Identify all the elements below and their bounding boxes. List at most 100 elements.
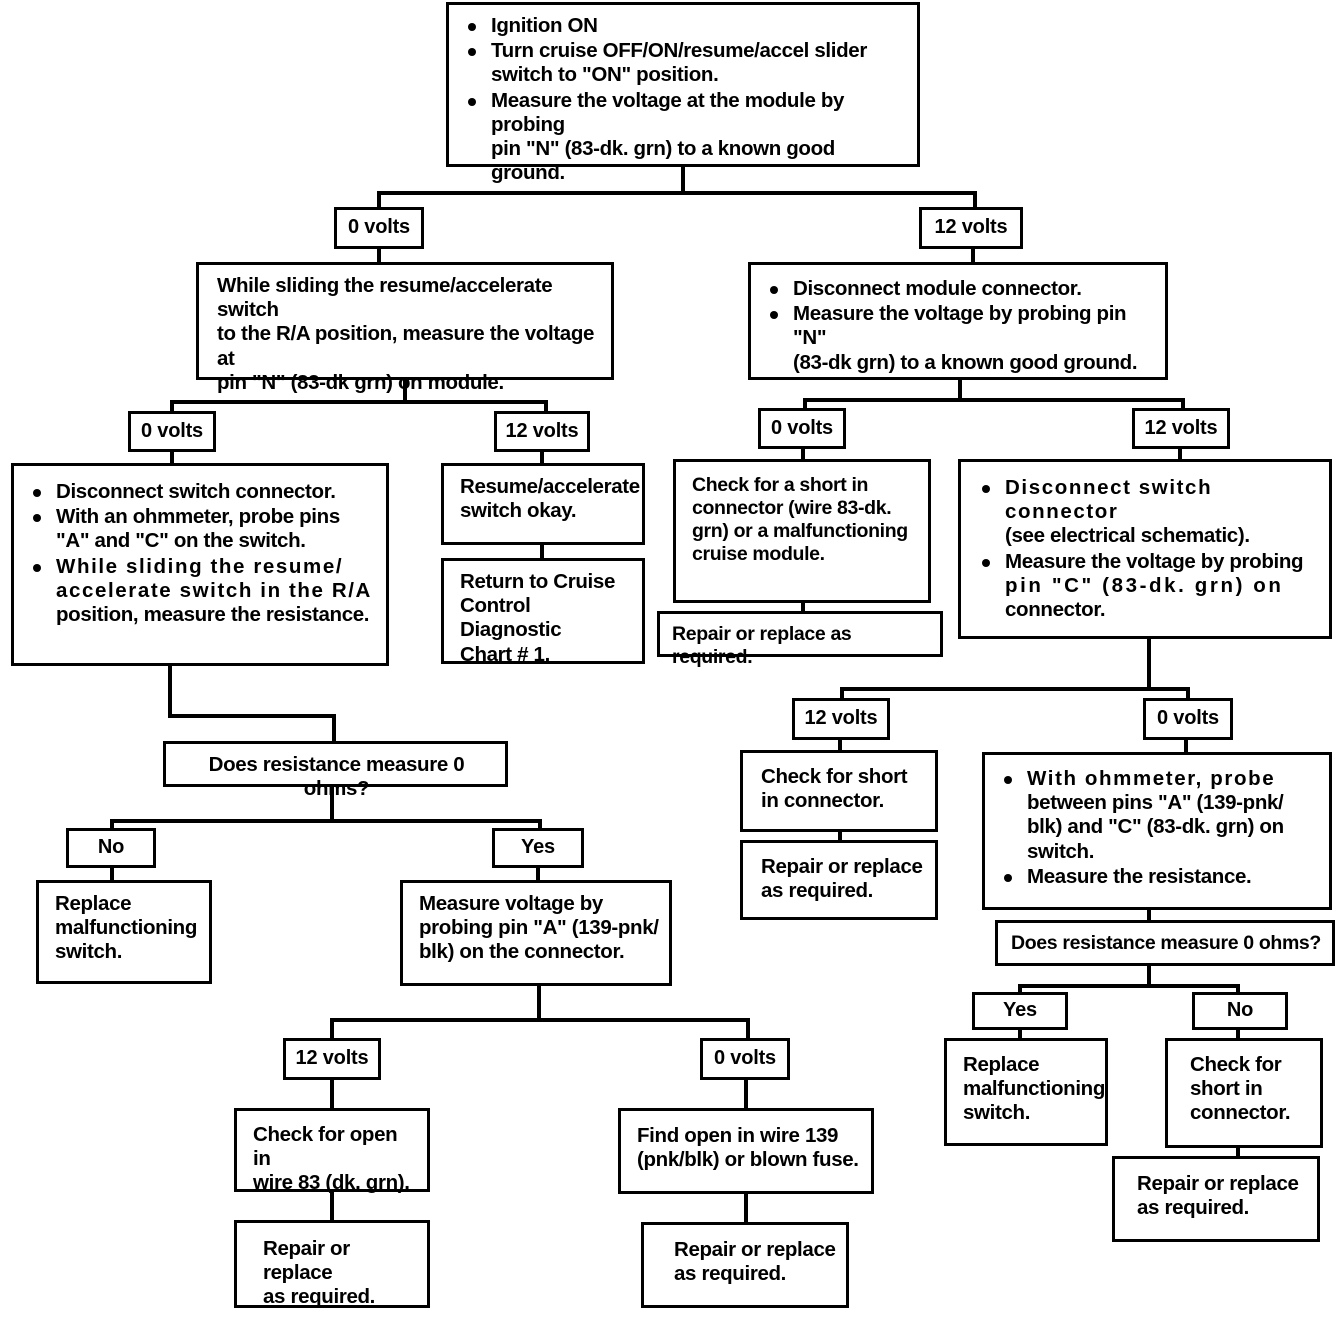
connector-pin-a-right-drop	[746, 1018, 750, 1040]
return-chart-line1: Return to Cruise	[460, 570, 615, 593]
connector-left-0v-down	[170, 452, 174, 464]
connector-right-check-short-down	[838, 832, 842, 842]
right-twelve-b2-line2: pin "C" (83-dk. grn) on	[1005, 573, 1284, 597]
connector-left-level2-bus	[170, 400, 548, 404]
right-action-bullet-1-text: Disconnect module connector.	[793, 277, 1082, 300]
connector-left-lower-0v-down	[744, 1080, 748, 1108]
right-question-text: Does resistance measure 0 ohms?	[1011, 932, 1321, 954]
node-replace-malfunctioning-switch-left: Replace malfunctioning switch.	[36, 880, 212, 984]
left-zero-bullet-1-text: Disconnect switch connector.	[56, 480, 336, 503]
left-yes-line2: probing pin "A" (139-pnk/	[419, 916, 659, 940]
left-yes-line1: Measure voltage by	[419, 892, 603, 915]
label-yes-left: Yes	[492, 828, 584, 868]
connector-left-yes-drop	[538, 819, 542, 830]
right-zero-b2-text: Measure the resistance.	[1027, 864, 1252, 888]
right-twelve-b2-line1: Measure the voltage by probing	[1005, 549, 1304, 573]
node-repair-replace-right-0v: Repair or replace as required.	[657, 611, 943, 668]
node-repair-replace-left-12v: Repair or replace as required.	[234, 1220, 430, 1308]
connector-right-no-check-down	[1236, 1148, 1240, 1158]
node-repair-replace-right-no: Repair or replace as required.	[1112, 1156, 1320, 1242]
node-check-open-wire-83: Check for open in wire 83 (dk. grn).	[234, 1108, 430, 1194]
left-no-line3: switch.	[55, 940, 123, 964]
right-no-check-line1: Check for	[1190, 1053, 1282, 1076]
node-left-disconnect-switch: Disconnect switch connector. With an ohm…	[11, 463, 389, 666]
left-action-line3: pin "N" (83-dk grn) on module.	[217, 370, 504, 394]
left-zero-bullet-3-line1: While sliding the resume/	[56, 554, 344, 578]
connector-right-no-down	[1236, 1030, 1240, 1040]
node-repair-replace-left-0v: Repair or replace as required.	[641, 1222, 849, 1308]
left-zero-bullet-3-line3: position, measure the resistance.	[56, 602, 370, 626]
node-resume-switch-okay: Resume/accelerate switch okay.	[441, 463, 645, 545]
connector-right-ohmmeter-down	[1147, 910, 1151, 922]
connector-left-lower-12v-down	[330, 1080, 334, 1110]
connector-level1-left-drop	[377, 191, 381, 209]
connector-right-lower-right-drop	[1186, 687, 1190, 700]
return-chart-line3: Chart # 1.	[460, 642, 550, 666]
right-repair12-line2: as required.	[761, 879, 874, 903]
node-return-to-chart-1: Return to Cruise Control Diagnostic Char…	[441, 558, 645, 666]
connector-left-no-drop	[110, 819, 114, 830]
label-0-volts-right-lower: 0 volts	[1143, 698, 1233, 740]
start-bullet-3: Measure the voltage at the module by pro…	[461, 89, 907, 186]
connector-level1-bus	[377, 191, 977, 195]
connector-pin-a-bus	[330, 1018, 750, 1022]
connector-left-yesno-bus	[110, 819, 542, 823]
check-short-module-line2: connector (wire 83-dk.	[692, 497, 892, 519]
connector-left-level2-left-drop	[170, 400, 174, 413]
right-zero-b1-line4: switch.	[1027, 839, 1095, 863]
label-12-volts-level1: 12 volts	[919, 207, 1023, 249]
repair-right0-text: Repair or replace as required.	[672, 623, 852, 668]
repair-left0-line1: Repair or replace	[674, 1238, 836, 1261]
connector-left-no-down	[110, 868, 114, 881]
connector-right-lower-bus	[840, 687, 1190, 691]
left-zero-bullet-2-line1: With an ohmmeter, probe pins	[56, 505, 340, 529]
left-question-text: Does resistance measure 0 ohms?	[208, 753, 465, 801]
node-right-disconnect-switch: Disconnect switch connector (see electri…	[958, 459, 1332, 639]
connector-left-question-down	[330, 787, 334, 819]
left-action-line2: to the R/A position, measure the voltage…	[217, 322, 595, 370]
node-check-short-module: Check for a short in connector (wire 83-…	[673, 459, 931, 603]
right-no-repair-line1: Repair or replace	[1137, 1172, 1299, 1195]
connector-find-open-139-down	[744, 1194, 748, 1222]
connector-right-lower-12v-down	[838, 740, 842, 752]
node-start: Ignition ON Turn cruise OFF/ON/resume/ac…	[446, 2, 920, 184]
node-check-short-connector-right-no: Check for short in connector.	[1165, 1038, 1323, 1148]
connector-right-no-drop	[1236, 984, 1240, 994]
start-bullet-2: Turn cruise OFF/ON/resume/accel slider s…	[461, 39, 907, 87]
label-no-left: No	[66, 828, 156, 868]
right-zero-bullet-2: Measure the resistance.	[997, 865, 1319, 889]
connector-left-12v-down	[540, 452, 544, 464]
label-0-volts-right: 0 volts	[758, 408, 846, 449]
connector-12v-to-right-action	[971, 249, 975, 263]
connector-right-lower-left-drop	[840, 687, 844, 700]
check-open-83-line1: Check for open in	[253, 1123, 398, 1171]
connector-left-action-down	[403, 380, 407, 400]
check-short-module-line4: cruise module.	[692, 543, 825, 565]
connector-right-lower-0v-down	[1184, 740, 1188, 752]
find-open-139-line2: (pnk/blk) or blown fuse.	[637, 1148, 859, 1172]
check-short-module-line1: Check for a short in	[692, 474, 869, 496]
connector-right-yes-drop	[1018, 984, 1022, 994]
connector-level1-right-drop	[973, 191, 977, 209]
right-zero-b1-line2: between pins "A" (139-pnk/	[1027, 791, 1284, 815]
connector-right-yes-down	[1018, 1030, 1022, 1040]
connector-right-level2-right-drop	[1181, 398, 1185, 410]
left-zero-bullet-3-line2: accelerate switch in the R/A	[56, 578, 372, 602]
connector-pin-a-down	[537, 986, 541, 1018]
resume-ok-line1: Resume/accelerate	[460, 475, 640, 498]
left-zero-bullet-2-line2: "A" and "C" on the switch.	[56, 529, 306, 553]
left-no-line2: malfunctioning	[55, 916, 198, 940]
repair-left0-line2: as required.	[674, 1262, 787, 1286]
connector-left-zero-elbow	[168, 714, 336, 718]
node-right-resistance-question: Does resistance measure 0 ohms?	[995, 920, 1335, 966]
start-bullet-2-line1: Turn cruise OFF/ON/resume/accel slider	[491, 39, 867, 63]
left-zero-bullet-3: While sliding the resume/ accelerate swi…	[26, 555, 376, 628]
node-check-short-connector-right: Check for short in connector.	[740, 750, 938, 832]
connector-left-zero-down-b	[332, 714, 336, 742]
right-no-check-line3: connector.	[1190, 1101, 1291, 1125]
label-12-volts-right-lower: 12 volts	[792, 698, 890, 740]
check-short-module-line3: grn) or a malfunctioning	[692, 520, 908, 542]
connector-left-zero-down-a	[168, 666, 172, 718]
right-action-bullet-2: Measure the voltage by probing pin "N" (…	[763, 302, 1155, 375]
